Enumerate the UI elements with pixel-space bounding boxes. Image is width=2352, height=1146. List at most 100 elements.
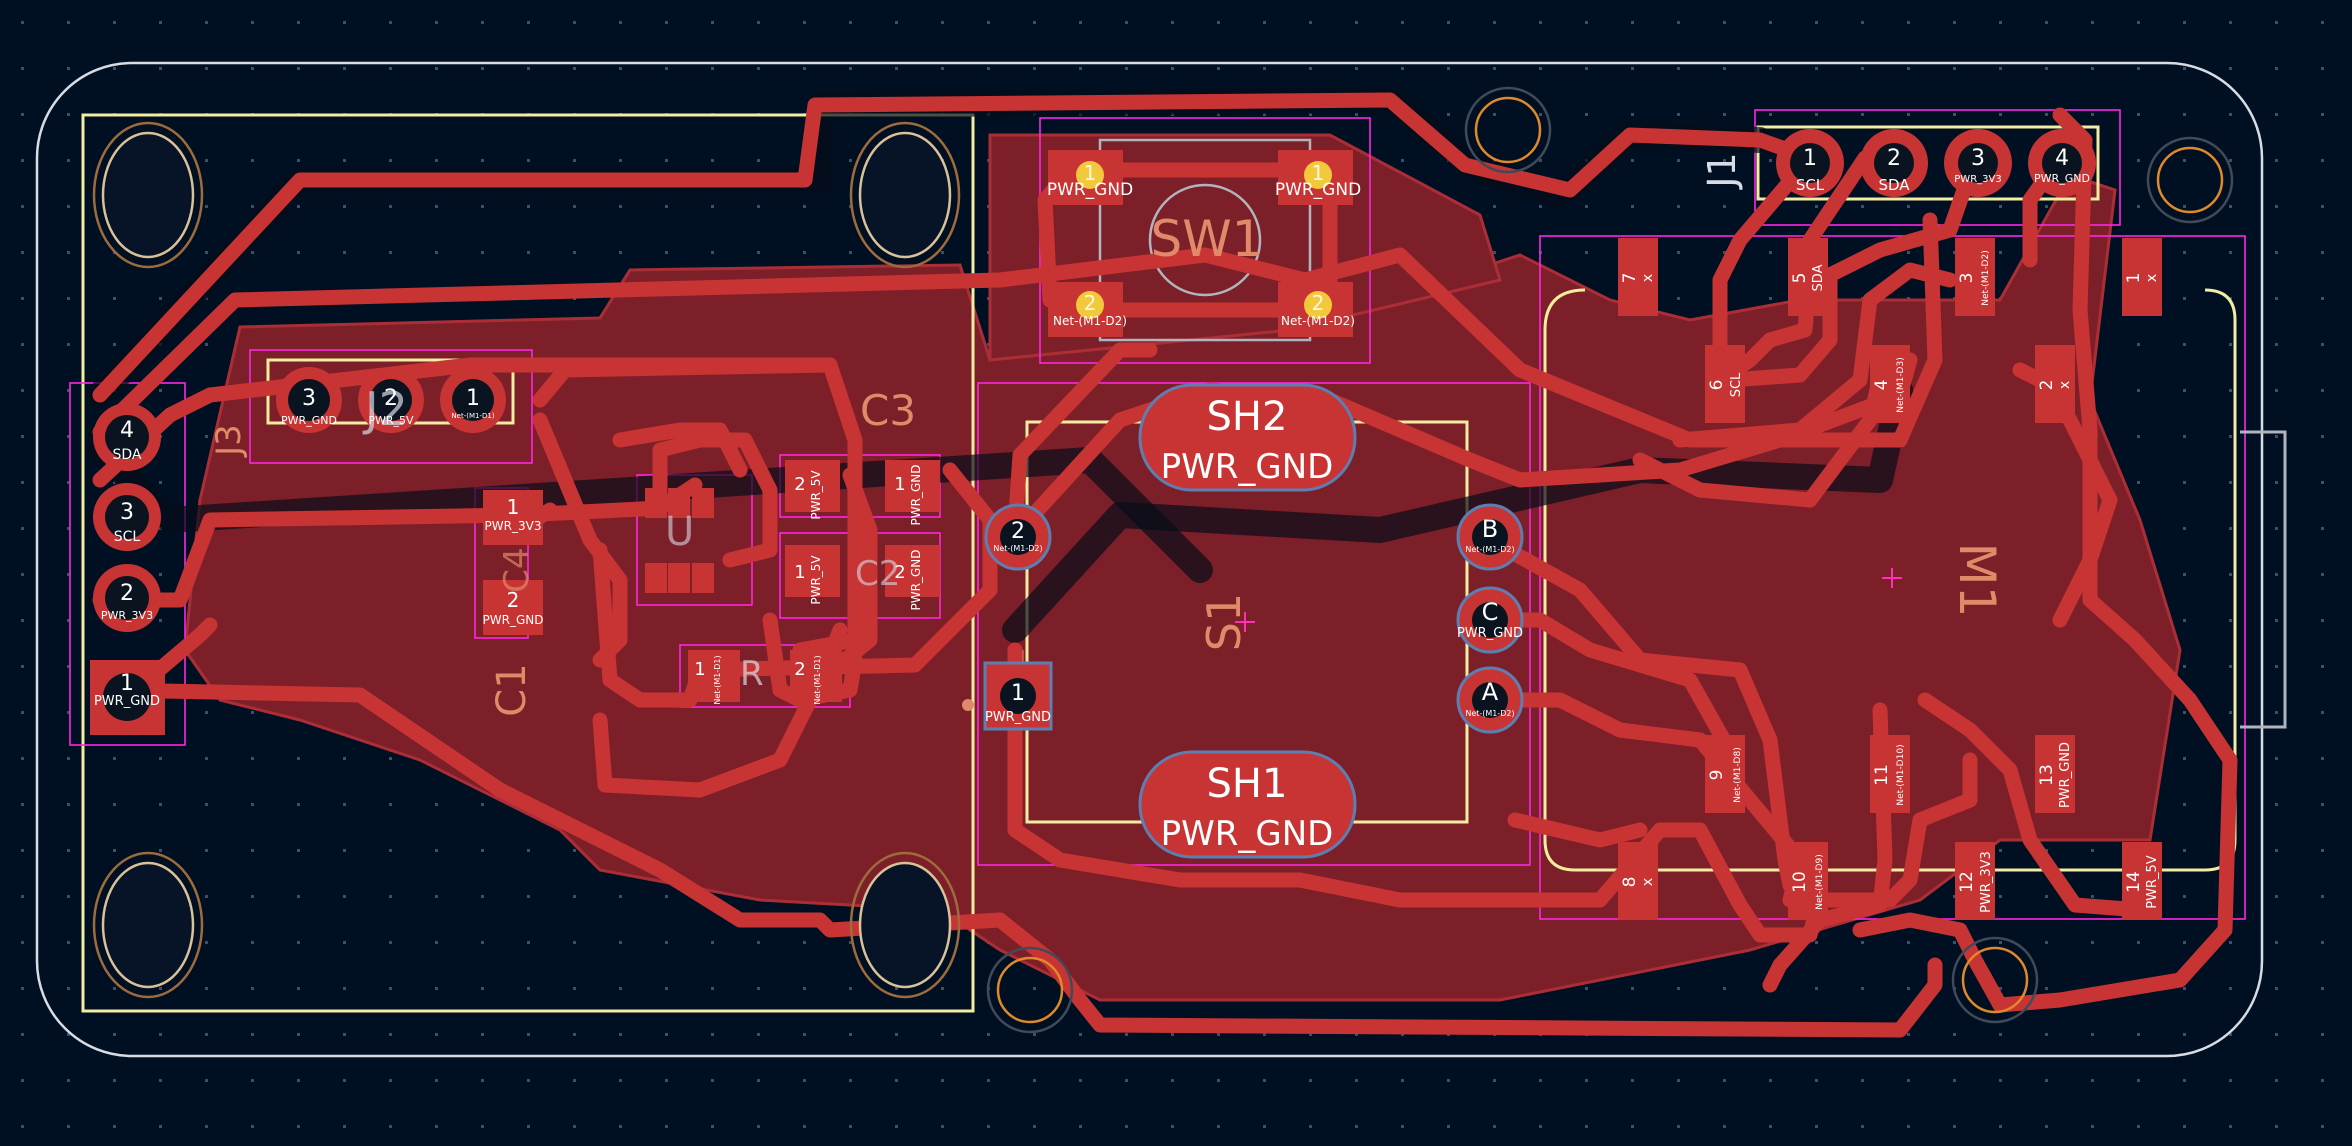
m1-pin2-number: 2: [2037, 380, 2057, 391]
sw1-pin2-net-right: Net-(M1-D2): [1281, 314, 1355, 328]
connector-j2[interactable]: J2 3 PWR_GND 2 PWR_5V 1 Net-(M1-D1): [276, 367, 506, 436]
j3-pin3-net: SCL: [114, 529, 141, 545]
encoder-s1[interactable]: SH2 PWR_GND SH1 PWR_GND 2 Net-(M1-D2) 1 …: [962, 383, 1524, 859]
sw1-pin1-net-left: PWR_GND: [1047, 180, 1133, 200]
pad-m1-4[interactable]: [1870, 345, 1910, 423]
r-reference: R: [740, 654, 764, 694]
resistor-r[interactable]: R 1 Net-(M1-D1) 2 Net-(M1-D1): [688, 650, 842, 705]
m1-pin6-net: SCL: [1729, 372, 1744, 397]
j1-pin4-number: 4: [2055, 146, 2069, 171]
s1-pin1-net: PWR_GND: [985, 710, 1051, 725]
pad-c2-1[interactable]: [785, 545, 840, 597]
sw1-pin2-net-left: Net-(M1-D2): [1053, 314, 1127, 328]
r-pin2-net: Net-(M1-D1): [813, 655, 822, 704]
ic-u[interactable]: U: [645, 488, 714, 593]
m1-pin5-number: 5: [1790, 273, 1810, 284]
m1-pin14-number: 14: [2124, 871, 2144, 893]
sh2-net: PWR_GND: [1161, 447, 1334, 487]
sw1-pin2-number-right: 2: [1312, 291, 1325, 315]
pad-m1-5[interactable]: [1788, 238, 1828, 316]
c2-pin1-number: 1: [794, 562, 805, 583]
sw1-reference: SW1: [1151, 210, 1264, 268]
pad-m1-13[interactable]: [2035, 735, 2075, 813]
j3-pin4-net: SDA: [113, 447, 142, 463]
c1-pin1-number: 1: [507, 495, 520, 519]
pad-m1-12[interactable]: [1955, 842, 1995, 920]
m1-pin14-net: PWR_5V: [2145, 855, 2160, 908]
pad-r-1[interactable]: [688, 650, 740, 702]
m1-pin1-number: 1: [2124, 273, 2144, 284]
pad-m1-11[interactable]: [1870, 735, 1910, 813]
j2-pin3-net: PWR_GND: [281, 414, 337, 427]
j1-pin1-net: SCL: [1796, 176, 1825, 194]
c2-pin2-number: 2: [894, 562, 905, 583]
sh1-net: PWR_GND: [1161, 814, 1334, 854]
c3-pin2-net: PWR_5V: [809, 470, 823, 520]
capacitor-c3[interactable]: C3 2 PWR_5V 1 PWR_GND: [785, 386, 940, 525]
switch-sw1[interactable]: PWR_GND PWR_GND Net-(M1-D2) Net-(M1-D2) …: [1047, 150, 1361, 337]
pad-m1-14[interactable]: [2122, 842, 2162, 920]
connector-j1[interactable]: 1 SCL 2 SDA 3 PWR_3V3 4 PWR_GND J1: [1700, 129, 2096, 197]
m1-pin13-net: PWR_GND: [2058, 742, 2073, 808]
pad-m1-10[interactable]: [1788, 842, 1828, 920]
pad-m1-2[interactable]: [2035, 345, 2075, 423]
c2-pin1-net: PWR_5V: [809, 555, 823, 605]
capacitor-c1[interactable]: 1 PWR_3V3 2 PWR_GND C1 C4: [483, 490, 544, 717]
board-edge-outline: [35, 61, 2264, 1058]
m1-pin9-net: Net-(M1-D8): [1733, 747, 1743, 802]
c1-pin2-net: PWR_GND: [483, 613, 544, 627]
s1-pin-a-net: Net-(M1-D2): [1465, 709, 1514, 718]
j2-pin1-number: 1: [466, 386, 480, 411]
s1-pin-b-label: B: [1482, 515, 1498, 543]
pad-m1-1[interactable]: [2122, 238, 2162, 316]
s1-pin-c-net: PWR_GND: [1457, 626, 1523, 641]
m1-pin12-net: PWR_3V3: [1979, 851, 1994, 913]
m1-pin4-net: Net-(M1-D3): [1896, 357, 1906, 412]
m1-pin8-net: x: [1640, 878, 1656, 886]
m1-pin11-net: Net-(M1-D10): [1896, 744, 1906, 805]
pad-m1-7[interactable]: [1618, 238, 1658, 316]
sh2-label: SH2: [1207, 394, 1288, 440]
m1-pin5-net: SDA: [1811, 264, 1826, 291]
pad-m1-6[interactable]: [1705, 345, 1745, 423]
j1-pin2-net: SDA: [1878, 176, 1910, 194]
j2-pin2-number: 2: [384, 386, 398, 411]
pad-c1-2[interactable]: [483, 580, 543, 635]
pad-m1-9[interactable]: [1705, 735, 1745, 813]
m1-pin13-number: 13: [2037, 764, 2057, 786]
module-m1[interactable]: 7 x 5 SDA 3 Net-(M1-D2) 1 x 6 SCL 4 Net-…: [1618, 238, 2162, 920]
c4-reference: C4: [497, 547, 537, 592]
m1-pin8-number: 8: [1620, 877, 1640, 888]
j1-pin4-net: PWR_GND: [2034, 172, 2090, 185]
capacitor-c2[interactable]: C2 1 PWR_5V 2 PWR_GND: [785, 545, 940, 610]
m1-pin10-number: 10: [1790, 871, 1810, 893]
r-pin1-net: Net-(M1-D1): [713, 655, 722, 704]
s1-pin1-number: 1: [1011, 681, 1025, 706]
sw1-pin2-number-left: 2: [1084, 291, 1097, 315]
pad-m1-3[interactable]: [1955, 238, 1995, 316]
sw1-pin1-net-right: PWR_GND: [1275, 180, 1361, 200]
pad-c3-2[interactable]: [785, 460, 840, 512]
j3-reference: J3: [209, 424, 249, 458]
s1-pin2-net: Net-(M1-D2): [993, 544, 1042, 553]
pad-c3-1[interactable]: [885, 460, 940, 512]
pad-m1-8[interactable]: [1618, 842, 1658, 920]
r-pin1-number: 1: [694, 659, 705, 680]
pad-c1-1[interactable]: [483, 490, 543, 545]
m1-pin3-number: 3: [1957, 273, 1977, 284]
pad-c2-2[interactable]: [885, 545, 940, 597]
s1-pin2-number: 2: [1011, 519, 1025, 544]
j3-pin1-number: 1: [120, 671, 134, 696]
sw1-pin1-number-left: 1: [1084, 161, 1097, 185]
sw1-pin1-number-right: 1: [1312, 161, 1325, 185]
j3-pin1-net: PWR_GND: [94, 694, 160, 709]
s1-pin-b-net: Net-(M1-D2): [1465, 545, 1514, 554]
j3-pin3-number: 3: [120, 500, 134, 525]
j1-reference: J1: [1700, 152, 1744, 189]
pad-r-2[interactable]: [790, 650, 842, 702]
s1-pin-c-label: C: [1482, 598, 1499, 626]
m1-pin2-net: x: [2057, 381, 2073, 389]
c3-reference: C3: [860, 386, 916, 435]
connector-j3[interactable]: 1 PWR_GND 2 PWR_3V3 3 SCL 4 SDA J3: [90, 403, 249, 735]
